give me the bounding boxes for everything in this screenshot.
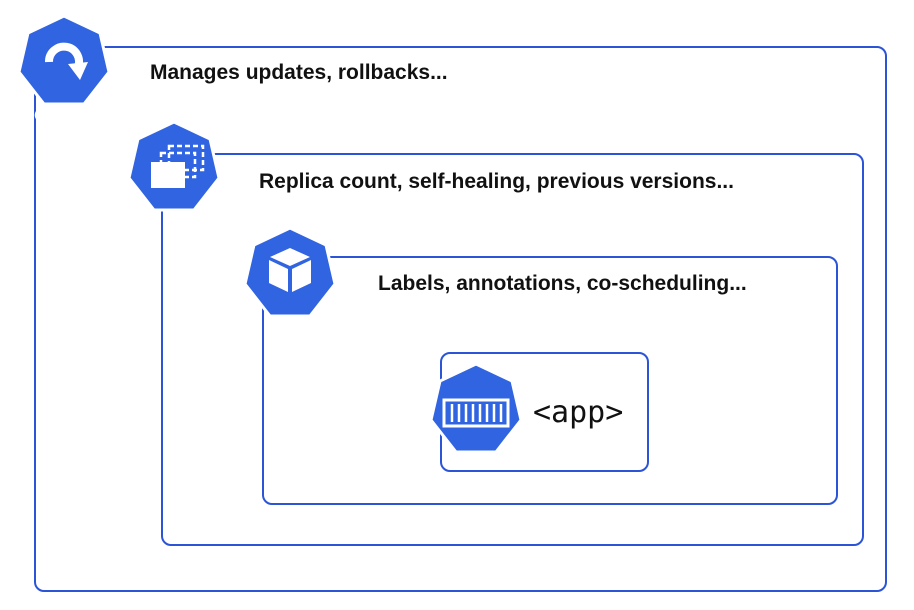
rollout-arrow-icon bbox=[44, 42, 88, 80]
pod-badge-label: pod bbox=[273, 316, 307, 337]
deploy-badge-label: deploy bbox=[34, 104, 95, 125]
replicaset-description: Replica count, self-healing, previous ve… bbox=[259, 170, 734, 193]
container-app-label: <app> bbox=[533, 395, 624, 430]
container-icon bbox=[442, 398, 510, 428]
replicaset-badge: rs bbox=[126, 120, 222, 238]
deploy-description: Manages updates, rollbacks... bbox=[150, 61, 448, 84]
replicaset-badge-label: rs bbox=[166, 210, 183, 231]
deploy-badge: deploy bbox=[16, 14, 112, 132]
container-badge bbox=[428, 362, 524, 458]
pod-description: Labels, annotations, co-scheduling... bbox=[378, 272, 747, 295]
pod-badge: pod bbox=[242, 226, 338, 344]
stacked-replicas-icon bbox=[151, 144, 205, 188]
cube-icon bbox=[269, 248, 311, 292]
